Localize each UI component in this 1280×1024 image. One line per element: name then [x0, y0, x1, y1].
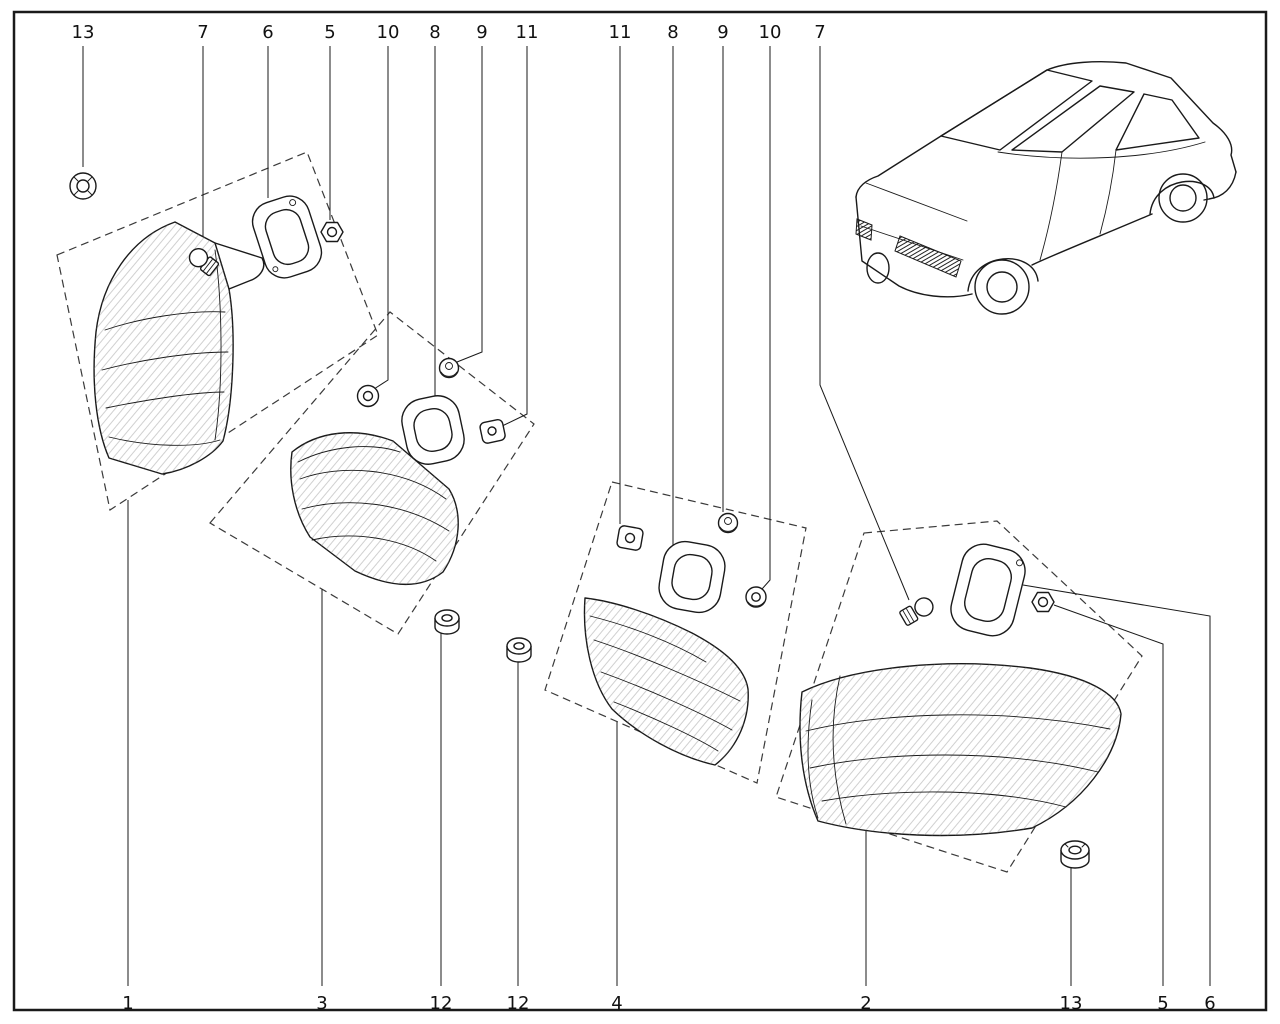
- callout-label: 13: [1060, 993, 1083, 1014]
- callout-label: 12: [507, 993, 530, 1014]
- page-border: [12, 10, 1268, 1012]
- rear-door-window: [1011, 85, 1135, 153]
- callout-labels-bottom: 1 3 12 12 4 2 13 5 6: [122, 993, 1215, 1014]
- nut-13-right-drawing: [1060, 840, 1090, 869]
- callout-label: 12: [430, 993, 453, 1014]
- callout-label: 11: [609, 22, 632, 43]
- callout-label: 6: [1204, 993, 1215, 1014]
- rear-door-line: [1039, 151, 1063, 261]
- nut-10-left-drawing: [356, 384, 380, 408]
- rear-wheel: [974, 259, 1030, 315]
- assembly-outline-lamp-1: [56, 151, 379, 511]
- leader-line-7b-top: [819, 46, 910, 601]
- callout-label: 9: [476, 22, 487, 43]
- callout-label: 8: [429, 22, 440, 43]
- nut-12-right-drawing: [506, 637, 532, 663]
- callout-label: 11: [516, 22, 539, 43]
- gasket-8-right-drawing: [658, 540, 726, 614]
- leader-line-10-top: [373, 46, 389, 390]
- tail-lamp-assembly-2-drawing: [799, 663, 1122, 837]
- bulb-7-right-drawing: [899, 597, 934, 626]
- front-wheel-arch: [1149, 180, 1215, 215]
- tail-lamp-assembly-4-drawing: [583, 597, 749, 766]
- bulb-7-left-drawing: [188, 247, 220, 277]
- gasket-6-right-drawing: [950, 543, 1026, 637]
- callout-label: 10: [377, 22, 400, 43]
- front-door-line: [1099, 149, 1117, 235]
- callout-label: 7: [814, 22, 825, 43]
- callout-label: 3: [316, 993, 327, 1014]
- nut-5-right-drawing: [1031, 591, 1055, 613]
- callout-label: 5: [1157, 993, 1168, 1014]
- callout-label: 2: [860, 993, 871, 1014]
- car-sill: [1031, 213, 1153, 266]
- nut-13-left-drawing: [69, 172, 97, 200]
- callout-labels-top: 13 7 6 5 10 8 9 11 11 8 9 10 7: [72, 22, 826, 43]
- car-upper-outline: [855, 61, 1237, 198]
- callout-label: 1: [122, 993, 133, 1014]
- gasket-6-left-drawing: [251, 195, 323, 279]
- leader-line-6b-bottom: [1022, 584, 1211, 986]
- leader-lines: [82, 46, 1211, 986]
- rear-wheel-arch: [967, 258, 1039, 292]
- callout-label: 9: [717, 22, 728, 43]
- gasket-8-left-drawing: [401, 395, 465, 465]
- nut-10-right-drawing: [745, 586, 767, 608]
- tail-lamp-assembly-3-drawing: [290, 432, 459, 585]
- callout-label: 4: [611, 993, 622, 1014]
- callout-label: 7: [197, 22, 208, 43]
- leader-line-11-top: [499, 46, 528, 428]
- callout-label: 13: [72, 22, 95, 43]
- callout-label: 5: [324, 22, 335, 43]
- beltline: [997, 141, 1206, 159]
- rear-windshield: [940, 69, 1093, 151]
- front-door-window: [1115, 93, 1200, 151]
- leader-line-10b-top: [761, 46, 771, 590]
- callout-label: 10: [759, 22, 782, 43]
- clip-11-right-drawing: [616, 525, 644, 551]
- car-tail-lamp-right: [855, 218, 873, 241]
- assembly-outline-lamp-3: [209, 311, 535, 635]
- car-rear-lower: [855, 196, 973, 298]
- vehicle-illustration: [855, 61, 1237, 315]
- car-tail-lamp-left: [894, 235, 962, 278]
- nut-5-left-drawing: [320, 221, 344, 243]
- bulb-socket-9-left-drawing: [438, 357, 460, 379]
- callout-label: 6: [262, 22, 273, 43]
- callout-label: 8: [667, 22, 678, 43]
- leader-line-9-top: [456, 46, 483, 363]
- clip-11-left-drawing: [479, 418, 506, 444]
- rear-far-wheel: [866, 252, 890, 284]
- bulb-socket-9-right-drawing: [717, 512, 739, 534]
- trunk-edge: [865, 182, 968, 222]
- assembly-outline-lamp-4: [544, 481, 807, 784]
- nut-12-left-drawing: [434, 609, 460, 635]
- tail-lamp-assembly-1-drawing: [93, 221, 265, 475]
- leader-line-5b-bottom: [1053, 604, 1164, 986]
- car-front-lower: [1203, 171, 1237, 201]
